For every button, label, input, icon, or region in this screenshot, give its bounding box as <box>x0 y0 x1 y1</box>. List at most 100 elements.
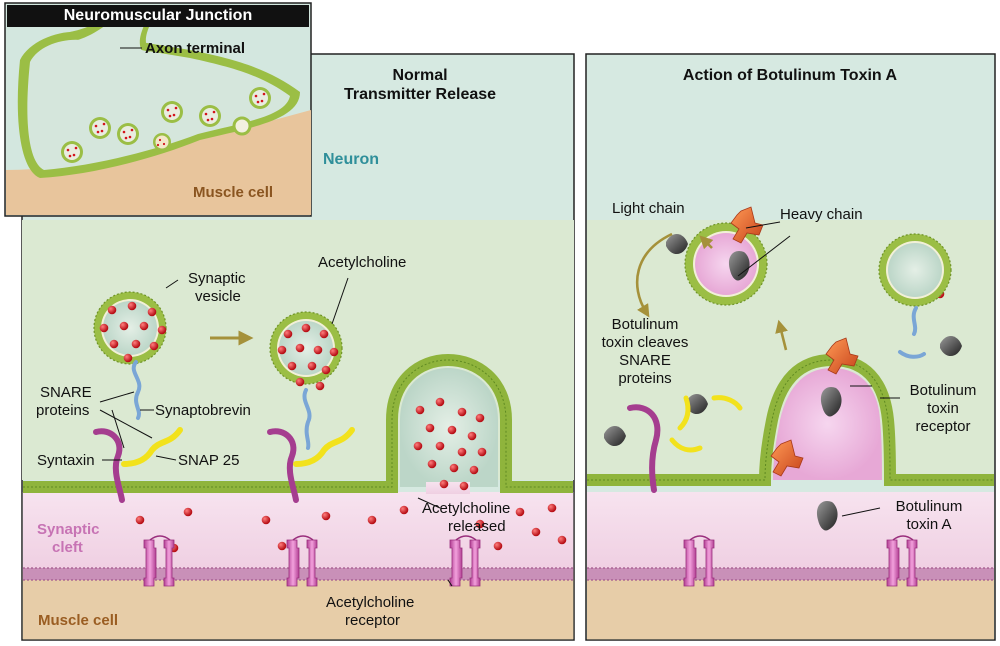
toxin-cleaves-label-4: proteins <box>618 370 672 387</box>
acetylcholine-dot <box>131 339 141 349</box>
acetylcholine-dot <box>313 345 323 355</box>
acetylcholine-dot <box>109 339 119 349</box>
syntaxin-label: Syntaxin <box>37 452 95 469</box>
inset-title: Neuromuscular Junction <box>7 5 309 27</box>
acetylcholine-dot <box>295 377 305 387</box>
acetylcholine-dot <box>557 535 567 545</box>
acetylcholine-dot <box>459 481 469 491</box>
toxin-receptor-label-2: toxin <box>927 400 959 417</box>
acetylcholine-dot <box>139 321 149 331</box>
synaptobrevin-protein <box>302 388 312 450</box>
botulinum-toxin-label-2: toxin A <box>906 516 952 533</box>
right-leader-lines <box>737 221 900 517</box>
acetylcholine-dot <box>515 507 525 517</box>
acetylcholine-dot <box>119 321 129 331</box>
acetylcholine-dot <box>477 447 487 457</box>
acetylcholine-receptor-label-2: receptor <box>345 612 401 629</box>
left-leader-lines <box>99 277 453 587</box>
acetylcholine-dot <box>449 463 459 473</box>
acetylcholine-dot <box>321 365 331 375</box>
snap25-protein <box>293 427 355 467</box>
light-chain-label: Light chain <box>612 200 685 217</box>
intact-vesicle <box>878 233 952 307</box>
acetylcholine-dot <box>277 541 287 551</box>
acetylcholine-dot <box>123 353 133 363</box>
right-panel <box>585 53 996 641</box>
neuron-label: Neuron <box>323 151 379 168</box>
acetylcholine-dot <box>493 541 503 551</box>
acetylcholine-dot <box>439 479 449 489</box>
toxin-receptor-label-3: receptor <box>915 418 971 435</box>
acetylcholine-dot <box>399 505 409 515</box>
acetylcholine-dot <box>547 503 557 513</box>
snare-label-2: proteins <box>36 402 90 419</box>
acetylcholine-dot <box>277 345 287 355</box>
synaptobrevin-protein <box>131 360 142 420</box>
acetylcholine-released-label-1: Acetylcholine <box>422 500 511 517</box>
snap25-label: SNAP 25 <box>178 452 240 469</box>
left-title-line2: Transmitter Release <box>343 86 497 103</box>
syntaxin-protein <box>267 428 299 503</box>
synaptic-cleft-label-1: Synaptic <box>37 521 100 538</box>
syntaxin-protein <box>93 428 125 503</box>
acetylcholine-dot <box>127 301 137 311</box>
toxin-vesicle <box>684 222 768 306</box>
acetylcholine-dot <box>157 325 167 335</box>
heavy-chain-label: Heavy chain <box>780 206 863 223</box>
inset-axon-label: Axon terminal <box>145 40 246 57</box>
acetylcholine-dot <box>413 441 423 451</box>
acetylcholine-dot <box>475 413 485 423</box>
acetylcholine-receptor-label-1: Acetylcholine <box>326 594 415 611</box>
acetylcholine-dot <box>531 527 541 537</box>
acetylcholine-dot <box>427 459 437 469</box>
acetylcholine-dot <box>147 307 157 317</box>
endocytosis-arrow <box>775 319 788 351</box>
acetylcholine-dot <box>425 423 435 433</box>
toxin-receptor-label-1: Botulinum <box>909 382 977 399</box>
snap25-protein <box>121 427 183 467</box>
acetylcholine-dot <box>467 431 477 441</box>
acetylcholine-dot <box>457 407 467 417</box>
synaptic-vesicle-label-1: Synaptic <box>188 270 246 287</box>
snare-label-1: SNARE <box>40 384 92 401</box>
acetylcholine-dot <box>307 361 317 371</box>
botulinum-toxin-label-1: Botulinum <box>895 498 963 515</box>
acetylcholine-dot <box>469 465 479 475</box>
synaptobrevin-label: Synaptobrevin <box>155 402 251 419</box>
toxin-cleaves-label-1: Botulinum <box>611 316 679 333</box>
left-title-line1: Normal <box>392 67 448 84</box>
acetylcholine-dot <box>367 515 377 525</box>
synaptic-vesicle-label-2: vesicle <box>195 288 241 305</box>
acetylcholine-dot <box>447 425 457 435</box>
acetylcholine-label: Acetylcholine <box>318 254 407 271</box>
acetylcholine-dot <box>329 347 339 357</box>
acetylcholine-released-label-2: released <box>448 518 506 535</box>
acetylcholine-dot <box>99 323 109 333</box>
acetylcholine-dot <box>475 519 485 529</box>
acetylcholine-dot <box>415 405 425 415</box>
acetylcholine-dot <box>435 441 445 451</box>
acetylcholine-dot <box>301 323 311 333</box>
snare-complex-1 <box>93 360 183 503</box>
inset-muscle-label: Muscle cell <box>193 184 274 201</box>
light-chain-release-arrow <box>699 235 714 250</box>
acetylcholine-dot <box>183 507 193 517</box>
snare-complex-2 <box>267 388 355 503</box>
acetylcholine-dot <box>261 515 271 525</box>
acetylcholine-dot <box>135 515 145 525</box>
acetylcholine-dot <box>319 329 329 339</box>
inset-vesicles <box>61 87 271 163</box>
toxin-cleaves-label-3: SNARE <box>619 352 671 369</box>
acetylcholine-dot <box>283 329 293 339</box>
inset-panel <box>4 2 312 217</box>
muscle-cell-label: Muscle cell <box>38 612 119 629</box>
toxin-cleaves-label-2: toxin cleaves <box>601 334 689 351</box>
acetylcholine-dot <box>321 511 331 521</box>
acetylcholine-dot <box>315 381 325 391</box>
acetylcholine-dot <box>107 305 117 315</box>
acetylcholine-dot <box>149 341 159 351</box>
synaptic-cleft-label-2: cleft <box>52 539 83 556</box>
acetylcholine-dot <box>435 397 445 407</box>
